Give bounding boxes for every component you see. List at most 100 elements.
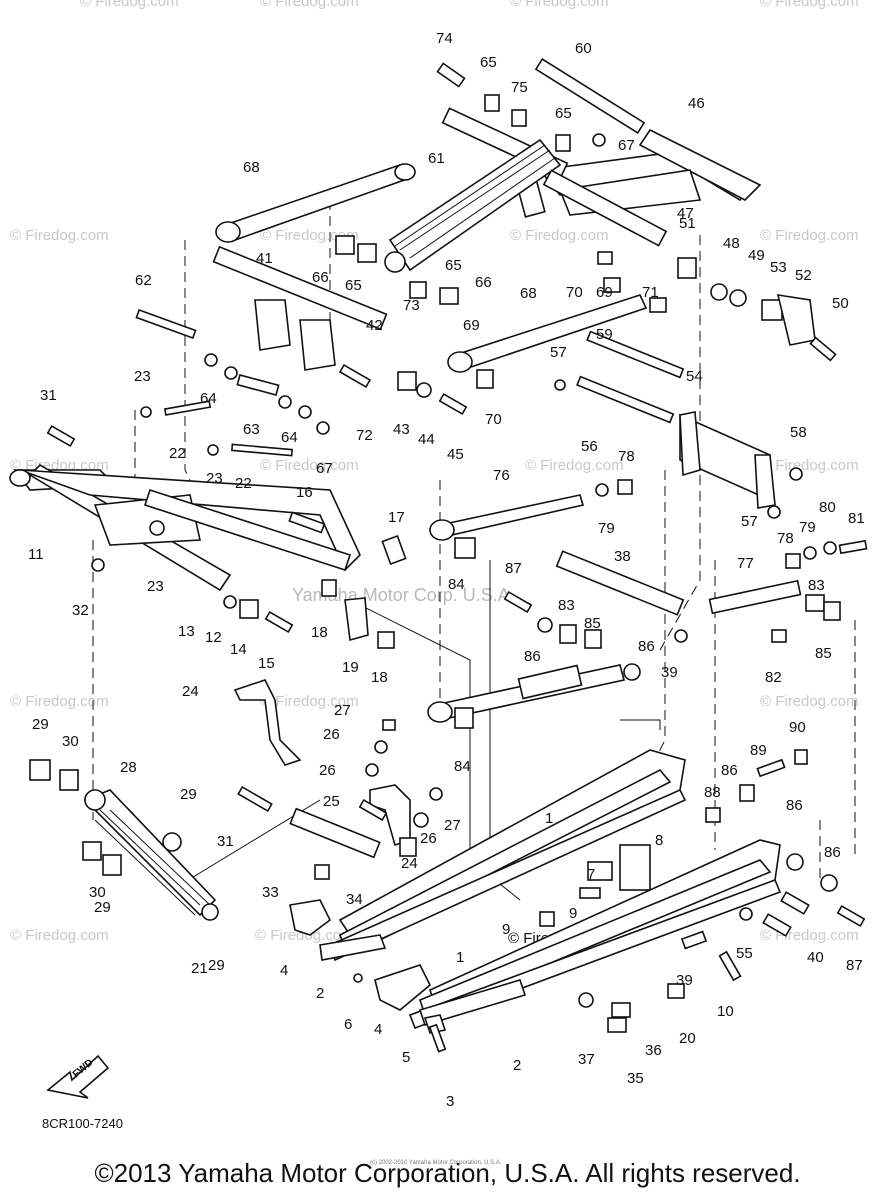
- callout-79: 79: [598, 520, 615, 537]
- callout-84: 84: [454, 758, 471, 775]
- front-arm-11: [9, 463, 361, 592]
- callout-6: 6: [344, 1016, 352, 1033]
- callout-9: 9: [502, 921, 510, 938]
- callout-85: 85: [815, 645, 832, 662]
- callout-48: 48: [723, 235, 740, 252]
- callout-8: 8: [655, 832, 663, 849]
- callout-2: 2: [316, 985, 324, 1002]
- rod-68-middle: [447, 294, 648, 373]
- callout-85: 85: [584, 615, 601, 632]
- damper-84: [427, 664, 625, 723]
- callout-59: 59: [596, 326, 613, 343]
- callout-29: 29: [32, 716, 49, 733]
- callout-83: 83: [808, 577, 825, 594]
- callout-18: 18: [311, 624, 328, 641]
- mini-copyright: (c) 2002-2010 Yamaha Motor Corporation, …: [370, 1160, 502, 1166]
- watermarks: © Firedog.com © Firedog.com © Firedog.co…: [10, 0, 859, 947]
- watermark: © Firedog.com: [510, 227, 609, 244]
- callout-39: 39: [676, 972, 693, 989]
- callout-72: 72: [356, 427, 373, 444]
- callout-63: 63: [243, 421, 260, 438]
- shaft-34: [289, 807, 381, 859]
- callout-28: 28: [120, 759, 137, 776]
- callout-56: 56: [581, 438, 598, 455]
- callout-7: 7: [587, 866, 595, 883]
- callout-41: 41: [256, 250, 273, 267]
- callout-81: 81: [848, 510, 865, 527]
- callout-27: 27: [444, 817, 461, 834]
- callout-40: 40: [807, 949, 824, 966]
- callout-54: 54: [686, 368, 703, 385]
- callout-57: 57: [741, 513, 758, 530]
- shock-absorber-61: [384, 107, 569, 273]
- wear-plate-4: [289, 899, 431, 1011]
- callout-90: 90: [789, 719, 806, 736]
- callout-31: 31: [217, 833, 234, 850]
- callout-49: 49: [748, 247, 765, 264]
- callout-87: 87: [846, 957, 863, 974]
- callout-3: 3: [446, 1093, 454, 1110]
- callout-31: 31: [40, 387, 57, 404]
- callout-23: 23: [147, 578, 164, 595]
- callout-86: 86: [786, 797, 803, 814]
- callout-1: 1: [456, 949, 464, 966]
- callout-26: 26: [323, 726, 340, 743]
- callout-35: 35: [627, 1070, 644, 1087]
- callout-57: 57: [550, 344, 567, 361]
- callout-78: 78: [777, 530, 794, 547]
- callout-79: 79: [799, 519, 816, 536]
- callout-88: 88: [704, 784, 721, 801]
- copyright-notice: ©2013 Yamaha Motor Corporation, U.S.A. A…: [94, 1158, 801, 1188]
- callout-73: 73: [403, 297, 420, 314]
- callout-29: 29: [180, 786, 197, 803]
- callout-86: 86: [638, 638, 655, 655]
- callout-12: 12: [205, 629, 222, 646]
- callout-26: 26: [420, 830, 437, 847]
- callout-65: 65: [480, 54, 497, 71]
- callout-17: 17: [388, 509, 405, 526]
- rod-76: [429, 494, 585, 541]
- watermark: © Firedog.com: [260, 457, 359, 474]
- callout-15: 15: [258, 655, 275, 672]
- callout-76: 76: [493, 467, 510, 484]
- callout-67: 67: [618, 137, 635, 154]
- callout-1: 1: [545, 810, 553, 827]
- callout-65: 65: [445, 257, 462, 274]
- callout-22: 22: [235, 475, 252, 492]
- watermark: © Firedog.com: [260, 0, 359, 10]
- callout-86: 86: [721, 762, 738, 779]
- callout-24: 24: [401, 855, 418, 872]
- callout-25: 25: [323, 793, 340, 810]
- callout-21: 21: [191, 960, 208, 977]
- watermark: © Firedog.com: [10, 227, 109, 244]
- shaft-47: [542, 169, 668, 247]
- shaft-77: [708, 579, 802, 615]
- callout-9: 9: [569, 905, 577, 922]
- watermark: © Firedog.com: [80, 0, 179, 10]
- callout-10: 10: [717, 1003, 734, 1020]
- callout-43: 43: [393, 421, 410, 438]
- callout-60: 60: [575, 40, 592, 57]
- callout-38: 38: [614, 548, 631, 565]
- callout-78: 78: [618, 448, 635, 465]
- shaft-38: [555, 550, 685, 616]
- callout-51: 51: [679, 215, 696, 232]
- callout-84: 84: [448, 576, 465, 593]
- callout-89: 89: [750, 742, 767, 759]
- watermark: © Firedog.com: [510, 0, 609, 10]
- watermark: © Firedog.com: [260, 693, 359, 710]
- callout-2: 2: [513, 1057, 521, 1074]
- callout-69: 69: [596, 284, 613, 301]
- bracket-54: [679, 411, 776, 509]
- callout-66: 66: [312, 269, 329, 286]
- callout-23: 23: [134, 368, 151, 385]
- callout-47: 47: [677, 205, 694, 222]
- callout-86: 86: [524, 648, 541, 665]
- callout-26: 26: [319, 762, 336, 779]
- callout-67: 67: [316, 460, 333, 477]
- callout-70: 70: [566, 284, 583, 301]
- callout-52: 52: [795, 267, 812, 284]
- watermark: © Firedog.com: [10, 693, 109, 710]
- slide-runner-2: [319, 934, 527, 1026]
